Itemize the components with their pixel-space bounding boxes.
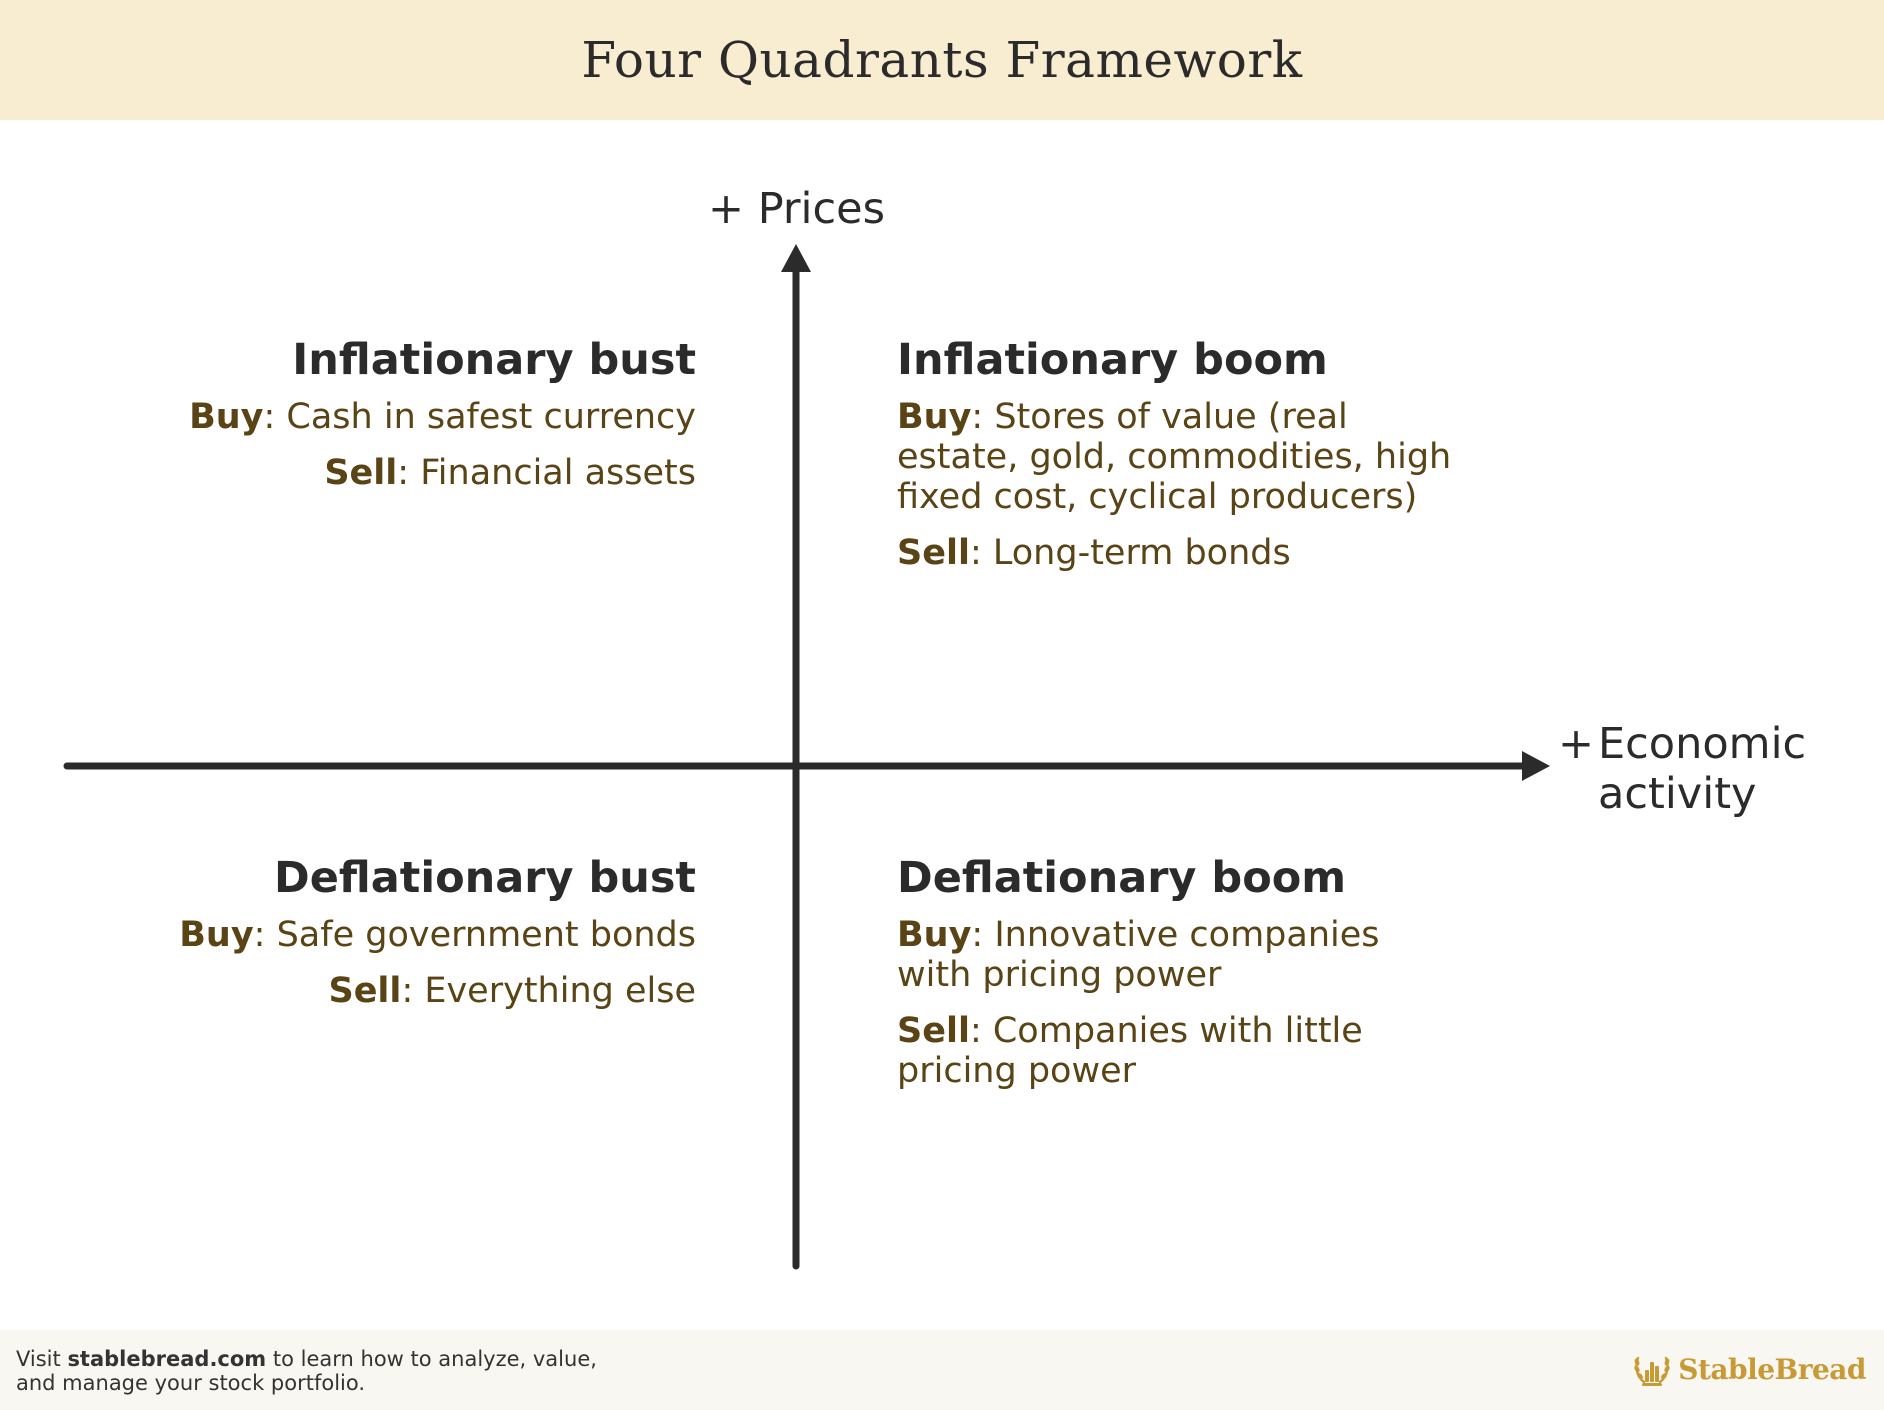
buy-key: Buy: [179, 915, 254, 955]
buy-line: Buy: Stores of value (real estate, gold,…: [897, 397, 1457, 517]
quadrant-inflationary-bust: Inflationary bust Buy: Cash in safest cu…: [100, 333, 696, 509]
sell-text: : Companies with little pricing power: [897, 1011, 1363, 1091]
header-banner: Four Quadrants Framework: [0, 0, 1884, 120]
quadrant-axes: [63, 244, 1550, 1270]
sell-key: Sell: [328, 971, 402, 1011]
buy-text: : Safe government bonds: [253, 915, 696, 955]
quadrant-inflationary-boom: Inflationary boom Buy: Stores of value (…: [897, 333, 1457, 589]
x-axis-plus: +: [1558, 719, 1595, 769]
sell-text: : Everything else: [401, 971, 696, 1011]
buy-line: Buy: Safe government bonds: [100, 915, 696, 955]
buy-line: Buy: Innovative companies with pricing p…: [897, 915, 1457, 995]
x-axis-label-line1: Economic: [1598, 719, 1807, 769]
sell-line: Sell: Financial assets: [100, 453, 696, 493]
wheat-bread-icon: [1634, 1356, 1670, 1386]
buy-key: Buy: [897, 915, 972, 955]
quadrant-title: Inflationary boom: [897, 335, 1328, 385]
y-axis-arrow-icon: [781, 244, 811, 272]
quadrant-title: Inflationary bust: [292, 335, 696, 385]
sell-line: Sell: Long-term bonds: [897, 533, 1457, 573]
sell-key: Sell: [897, 1011, 970, 1051]
x-axis-label: +Economic activity: [1558, 719, 1806, 819]
sell-key: Sell: [324, 453, 398, 493]
buy-text: : Innovative companies with pricing powe…: [897, 915, 1380, 995]
quadrant-title: Deflationary boom: [897, 853, 1347, 903]
quadrant-deflationary-boom: Deflationary boom Buy: Innovative compan…: [897, 851, 1457, 1107]
footer-suffix: to learn how to analyze, value,: [266, 1347, 597, 1371]
buy-key: Buy: [189, 397, 264, 437]
sell-text: : Financial assets: [397, 453, 696, 493]
quadrant-deflationary-bust: Deflationary bust Buy: Safe government b…: [100, 851, 696, 1027]
footer: Visit stablebread.com to learn how to an…: [0, 1330, 1884, 1410]
quadrant-title: Deflationary bust: [274, 853, 696, 903]
footer-site-link[interactable]: stablebread.com: [67, 1347, 267, 1371]
footer-text: Visit stablebread.com to learn how to an…: [16, 1347, 597, 1395]
logo-text: StableBread: [1678, 1352, 1866, 1386]
buy-text: : Stores of value (real estate, gold, co…: [897, 397, 1452, 517]
x-axis-arrow-icon: [1522, 751, 1550, 781]
sell-key: Sell: [897, 533, 970, 573]
page-title: Four Quadrants Framework: [581, 31, 1303, 89]
sell-line: Sell: Everything else: [100, 971, 696, 1011]
y-axis-label: + Prices: [708, 184, 885, 234]
stablebread-logo[interactable]: StableBread: [1632, 1348, 1866, 1390]
sell-text: : Long-term bonds: [969, 533, 1291, 573]
x-axis-label-line2: activity: [1598, 769, 1757, 819]
buy-text: : Cash in safest currency: [263, 397, 697, 437]
footer-line2: and manage your stock portfolio.: [16, 1371, 366, 1395]
sell-line: Sell: Companies with little pricing powe…: [897, 1011, 1457, 1091]
buy-line: Buy: Cash in safest currency: [100, 397, 696, 437]
footer-prefix: Visit: [16, 1347, 68, 1371]
buy-key: Buy: [897, 397, 972, 437]
